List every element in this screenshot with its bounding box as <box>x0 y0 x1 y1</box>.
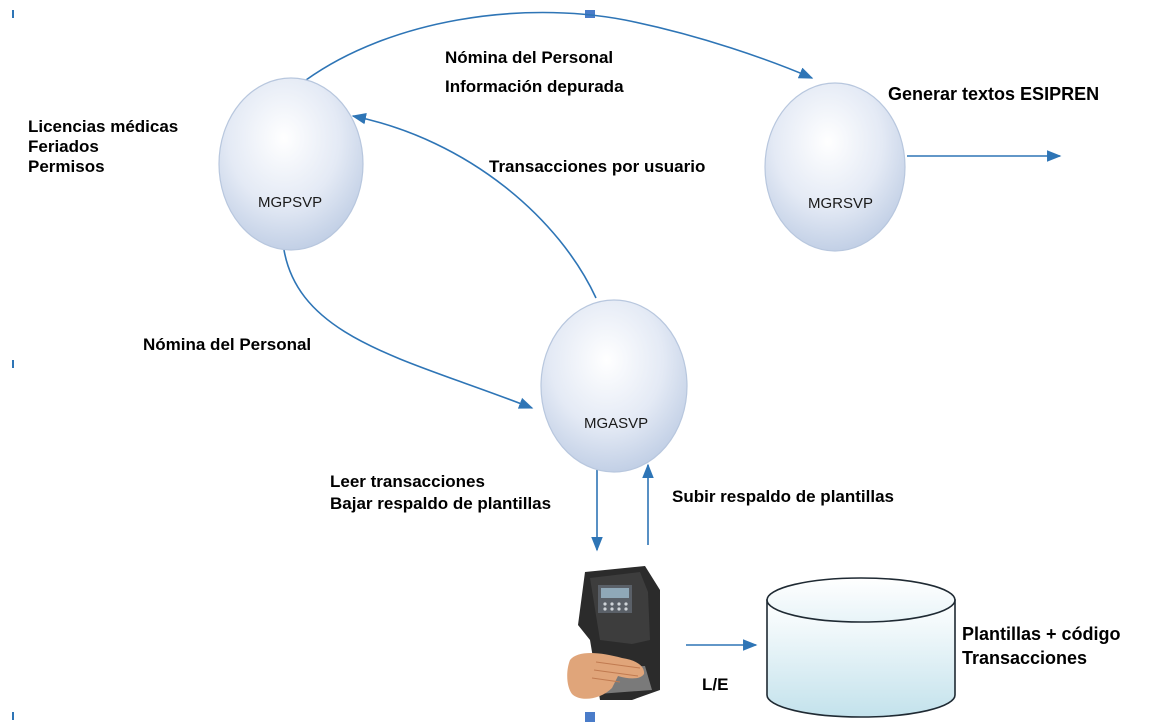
node-mgasvp-label: MGASVP <box>584 415 648 432</box>
node-mgasvp[interactable]: MGASVP <box>540 299 688 473</box>
edge-mark <box>12 712 14 720</box>
label-db-line2: Transacciones <box>962 648 1087 668</box>
edge-mark <box>12 360 14 368</box>
label-left-line1: Licencias médicas <box>28 117 178 136</box>
node-mgpsvp[interactable]: MGPSVP <box>218 77 364 251</box>
flow-mgpsvp-to-mgrsvp <box>305 11 814 81</box>
label-le: L/E <box>702 675 728 694</box>
label-leer-line1: Leer transacciones <box>330 472 485 491</box>
label-left-line2: Feriados <box>28 137 99 156</box>
edge-mark <box>585 712 595 722</box>
flow-mgpsvp-to-mgasvp <box>283 249 534 409</box>
label-top-line1: Nómina del Personal <box>445 48 613 67</box>
node-mgrsvp-label: MGRSVP <box>808 195 873 212</box>
node-mgpsvp-label: MGPSVP <box>258 194 322 211</box>
label-transacciones-usuario: Transacciones por usuario <box>489 157 705 176</box>
label-left-line3: Permisos <box>28 157 105 176</box>
label-subir: Subir respaldo de plantillas <box>672 487 894 506</box>
label-leer-line2: Bajar respaldo de plantillas <box>330 494 551 513</box>
label-db-line1: Plantillas + código <box>962 624 1121 644</box>
flow-mgasvp-to-mgpsvp <box>351 112 597 299</box>
database-cylinder-icon <box>766 577 956 718</box>
label-top-line2: Información depurada <box>445 77 624 96</box>
label-generar: Generar textos ESIPREN <box>888 84 1099 104</box>
edge-mark <box>12 10 14 18</box>
biometric-hand-reader-icon <box>563 560 673 705</box>
node-mgrsvp[interactable]: MGRSVP <box>764 82 906 252</box>
label-nomina-left: Nómina del Personal <box>143 335 311 354</box>
